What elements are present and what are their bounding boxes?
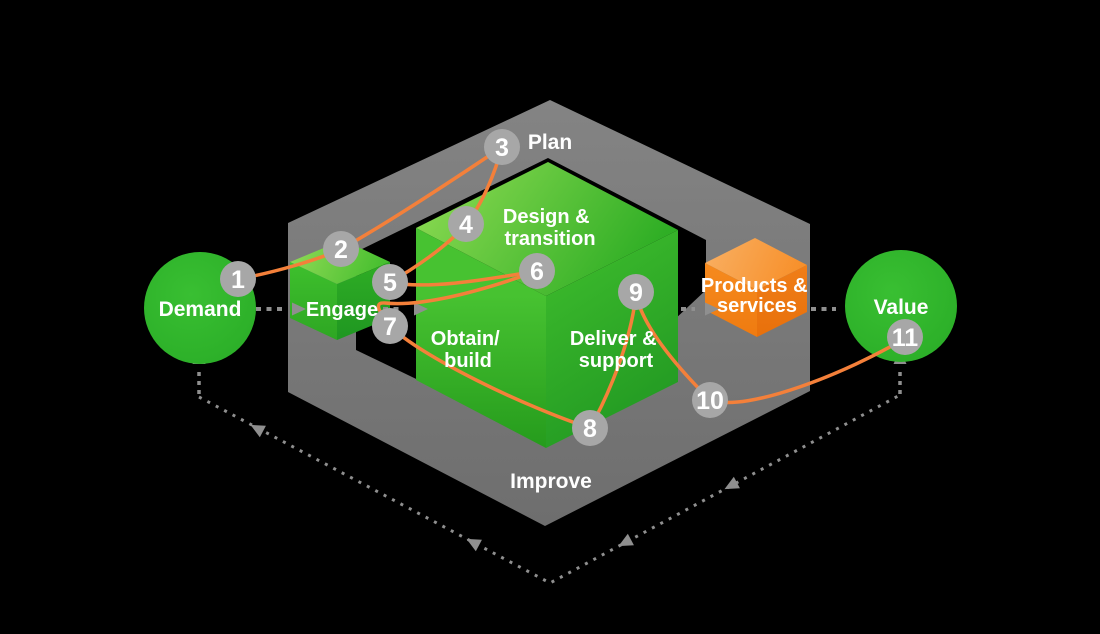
products-services-cube [705,238,807,337]
marker-3: 3 [484,129,520,165]
products-services-line1: Products & [701,275,808,297]
engage-cube-front-face [290,262,337,340]
products-cube-top-face [705,238,807,290]
central-activities-box [416,162,678,448]
marker-9-label: 9 [629,279,643,307]
marker-11-circle [887,319,923,355]
marker-1-circle [220,261,256,297]
marker-4-circle [448,206,484,242]
marker-5-circle [372,264,408,300]
marker-2-label: 2 [334,236,348,264]
marker-1-label: 1 [231,266,245,294]
marker-7-circle [372,308,408,344]
value-chain-band [288,100,810,526]
obtain-build-line1: Obtain/ [431,328,500,350]
value-stream-path [236,142,906,431]
arrowhead-right-leg-2 [618,533,634,547]
arrowhead-right-leg-1 [724,476,740,490]
marker-11-label: 11 [892,324,919,352]
products-cube-front-face [705,263,757,337]
marker-7: 7 [372,308,408,344]
design-transition-top-face [416,162,678,296]
marker-6-circle [519,253,555,289]
deliver-support-line1: Deliver & [570,328,657,350]
engage-label: Engage [306,299,378,321]
marker-3-label: 3 [495,134,509,162]
marker-8-label: 8 [583,415,597,443]
marker-7-label: 7 [383,313,397,341]
arrowhead-demand-to-engage [292,302,306,316]
marker-2: 2 [323,231,359,267]
arrowhead-left-leg-2 [466,538,482,552]
marker-4: 4 [448,206,484,242]
demand-label: Demand [159,298,242,321]
arrowhead-deliver-to-products [705,302,719,316]
products-cube-right-face [757,265,807,337]
design-transition-line1: Design & [503,206,590,228]
marker-2-circle [323,231,359,267]
products-services-line2: services [717,295,797,317]
marker-5-label: 5 [383,269,397,297]
deliver-support-line2: support [579,350,654,372]
products-services-label: Products & services [701,275,813,317]
design-transition-label: Design & transition [503,206,596,250]
marker-10: 10 [692,382,728,418]
arrowhead-engage-to-activities [414,302,428,316]
marker-3-circle [484,129,520,165]
value-stream-markers: 1 2 3 4 5 6 7 8 [220,129,923,446]
marker-5: 5 [372,264,408,300]
marker-9: 9 [618,274,654,310]
marker-8: 8 [572,410,608,446]
marker-11: 11 [887,319,923,355]
marker-6: 6 [519,253,555,289]
plan-label: Plan [528,131,572,154]
marker-10-label: 10 [696,387,724,415]
marker-1: 1 [220,261,256,297]
deliver-support-label: Deliver & support [570,328,662,372]
marker-8-circle [572,410,608,446]
obtain-build-label: Obtain/ build [431,328,505,372]
marker-10-circle [692,382,728,418]
diagram-labels: Demand Value Plan Improve Engage Design … [159,131,929,493]
improve-label: Improve [510,470,592,493]
arrowhead-left-leg-1 [250,424,266,438]
design-transition-line2: transition [504,228,595,250]
value-circle [845,250,957,362]
obtain-build-line2: build [444,350,492,372]
value-label: Value [874,296,929,319]
marker-4-label: 4 [459,211,473,239]
marker-9-circle [618,274,654,310]
marker-6-label: 6 [530,258,544,286]
